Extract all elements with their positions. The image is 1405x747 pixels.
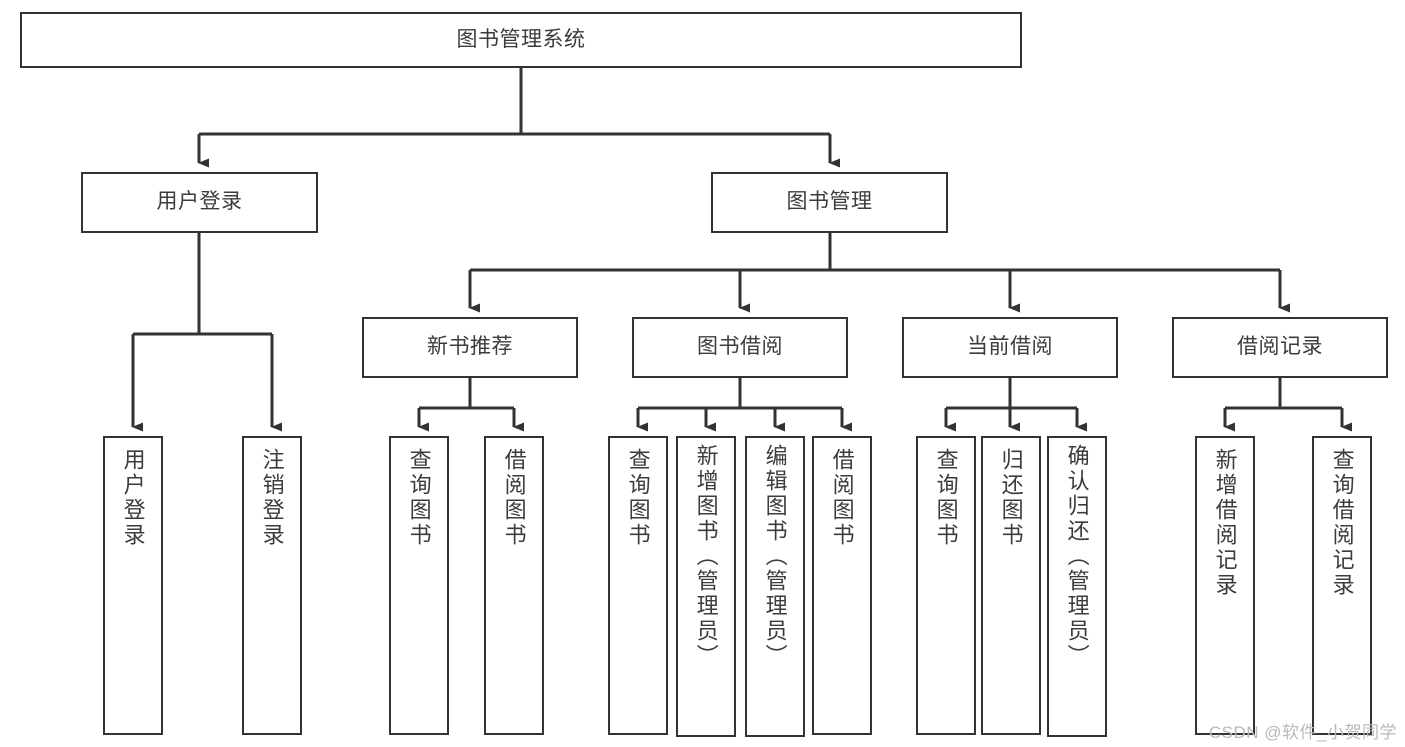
leaf-borrow-edit-book[interactable]: 编辑图书（管理员） [745,436,805,737]
leaf-user-login[interactable]: 用户登录 [103,436,163,735]
node-root-label: 图书管理系统 [456,27,586,51]
leaf-borrow-query-book[interactable]: 查询图书 [608,436,668,735]
leaf-record-add[interactable]: 新增借阅记录 [1195,436,1255,735]
leaf-record-query[interactable]: 查询借阅记录 [1312,436,1372,735]
leaf-recommend-query-book-label: 查询图书 [406,448,432,548]
node-book-management-label: 图书管理 [786,190,873,214]
leaf-record-add-label: 新增借阅记录 [1212,448,1238,598]
node-book-borrow-label: 图书借阅 [697,335,783,359]
node-book-borrow[interactable]: 图书借阅 [632,317,848,378]
node-borrow-record-label: 借阅记录 [1237,335,1323,359]
leaf-user-login-label: 用户登录 [120,448,146,548]
node-book-management[interactable]: 图书管理 [711,172,948,233]
leaf-recommend-query-book[interactable]: 查询图书 [389,436,449,735]
leaf-borrow-add-book-label: 新增图书（管理员） [693,444,719,669]
node-current-borrow[interactable]: 当前借阅 [902,317,1118,378]
leaf-current-confirm-return[interactable]: 确认归还（管理员） [1047,436,1107,737]
leaf-borrow-query-book-label: 查询图书 [625,448,651,548]
leaf-user-logout-label: 注销登录 [259,448,285,548]
leaf-user-logout[interactable]: 注销登录 [242,436,302,735]
leaf-borrow-edit-book-label: 编辑图书（管理员） [762,444,788,669]
node-root[interactable]: 图书管理系统 [20,12,1022,68]
node-current-borrow-label: 当前借阅 [967,335,1053,359]
node-user-login[interactable]: 用户登录 [81,172,318,233]
leaf-borrow-borrow-book[interactable]: 借阅图书 [812,436,872,735]
leaf-recommend-borrow-book[interactable]: 借阅图书 [484,436,544,735]
node-borrow-record[interactable]: 借阅记录 [1172,317,1388,378]
leaf-current-query-book-label: 查询图书 [933,448,959,548]
node-new-book-recommend-label: 新书推荐 [427,335,513,359]
leaf-borrow-add-book[interactable]: 新增图书（管理员） [676,436,736,737]
leaf-record-query-label: 查询借阅记录 [1329,448,1355,598]
leaf-borrow-borrow-book-label: 借阅图书 [829,448,855,548]
leaf-current-confirm-return-label: 确认归还（管理员） [1064,444,1090,669]
leaf-recommend-borrow-book-label: 借阅图书 [501,448,527,548]
node-user-login-label: 用户登录 [156,190,243,214]
leaf-current-query-book[interactable]: 查询图书 [916,436,976,735]
leaf-current-return-book[interactable]: 归还图书 [981,436,1041,735]
leaf-current-return-book-label: 归还图书 [998,448,1024,548]
node-new-book-recommend[interactable]: 新书推荐 [362,317,578,378]
csdn-watermark: CSDN @软件_小贺同学 [1208,723,1397,742]
